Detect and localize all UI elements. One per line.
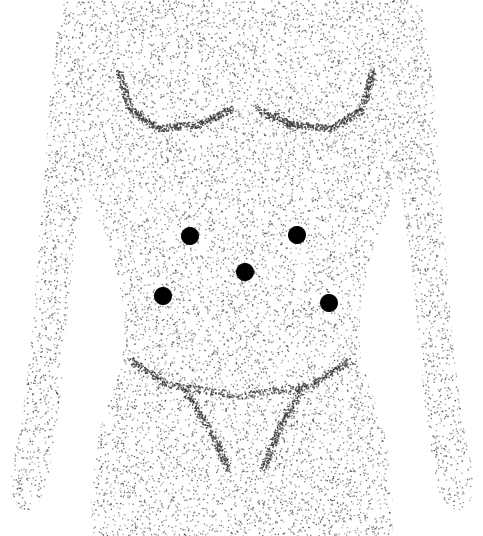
marker-lower-left bbox=[154, 287, 172, 305]
marker-upper-right bbox=[288, 226, 306, 244]
marker-upper-left bbox=[181, 227, 199, 245]
marker-lower-right bbox=[320, 294, 338, 312]
marker-center bbox=[236, 263, 254, 281]
